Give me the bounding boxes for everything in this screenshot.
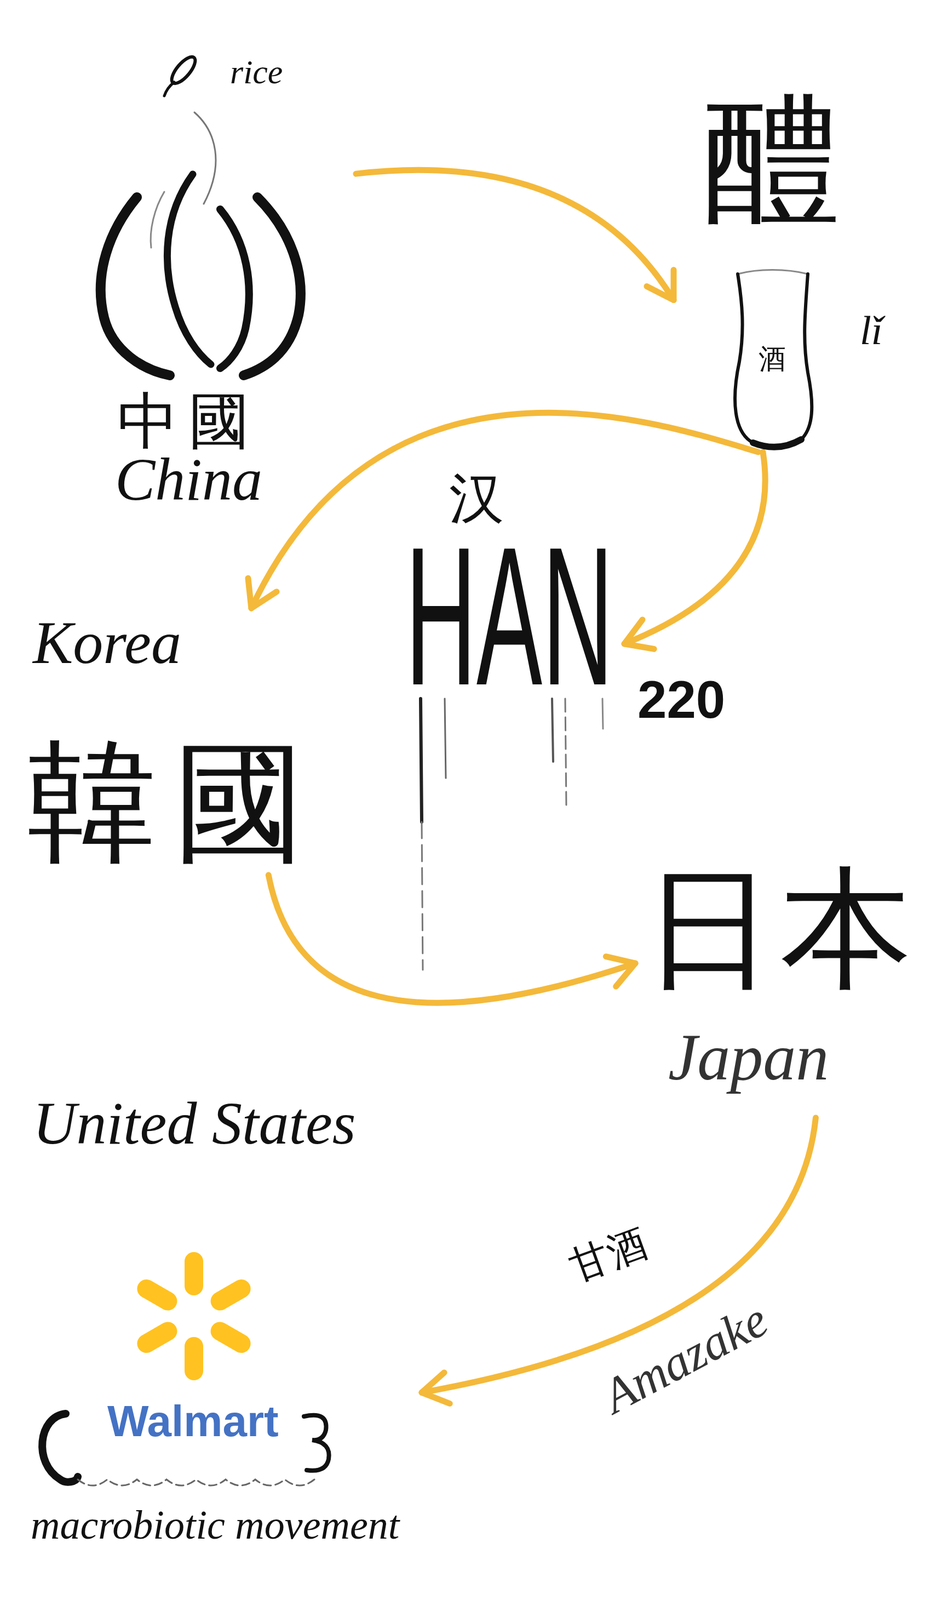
cup-character: 酒 <box>758 345 786 373</box>
origin-group: 中國China <box>87 54 356 543</box>
flow-arrow <box>268 874 636 1003</box>
arrow-head <box>421 1371 450 1404</box>
spark-petal <box>146 1288 168 1301</box>
arrow-head <box>248 577 277 608</box>
movement-label: macrobiotic movement <box>30 1503 400 1545</box>
brand-name: Walmart <box>107 1398 279 1443</box>
cup-stroke <box>737 270 808 275</box>
flame-wisp <box>194 112 216 204</box>
spark-petal <box>184 1345 204 1371</box>
cloud-base <box>77 1478 315 1485</box>
country-name: 中國 <box>117 389 260 452</box>
arrow-head <box>624 619 654 649</box>
japan-group: 日本 Japan <box>635 859 932 1118</box>
spark-petal <box>220 1330 242 1344</box>
arrow-head <box>605 956 636 987</box>
spark-petal <box>184 1260 204 1286</box>
li-group: 醴 lǐ 酒 <box>673 87 910 461</box>
ink-drips <box>420 698 603 970</box>
cup-stroke <box>734 273 754 443</box>
arrow-line <box>421 1117 816 1392</box>
drink-name: 甘酒 <box>564 1222 652 1287</box>
ink-drip <box>420 698 422 822</box>
han-group: 汉HAN <box>405 465 625 740</box>
cloud-curl <box>42 1413 78 1482</box>
ink-drip <box>421 821 423 970</box>
arrow-line <box>624 451 766 644</box>
country-label: Korea <box>32 612 182 673</box>
country-label: China <box>115 449 263 510</box>
arrow-line <box>268 874 636 1003</box>
edge-label: Amazake <box>595 1293 776 1421</box>
spark-petal <box>146 1330 168 1344</box>
flow-arrow <box>355 169 674 300</box>
country-label: Japan <box>668 1024 829 1090</box>
illustration-label: rice <box>230 54 283 89</box>
pinyin-label: lǐ <box>859 309 883 351</box>
year-number: 220 <box>637 673 726 726</box>
cup-stroke <box>801 273 812 440</box>
dynasty-name: HAN <box>405 517 614 715</box>
arrow-head <box>646 270 674 301</box>
country-name: 日本 <box>643 862 918 995</box>
walmart-group: Walmart macrobiotic movement <box>27 1232 422 1572</box>
hanzi-title: 醴 <box>703 90 841 228</box>
country-name: 韓國 <box>25 736 322 869</box>
wine-cup: 酒 <box>725 268 819 452</box>
cup-stroke <box>753 439 802 447</box>
walmart-spark <box>146 1260 241 1371</box>
flow-arrow <box>624 451 766 649</box>
flame-stroke <box>220 209 250 369</box>
flow-arrow <box>421 1117 816 1404</box>
spark-petal <box>220 1288 242 1301</box>
korea-group: Korea 韓國 <box>21 607 335 875</box>
flame-stroke <box>100 197 170 376</box>
country-label: United States <box>32 1092 356 1153</box>
rice-illustration <box>100 53 301 376</box>
flame-wisp <box>150 191 165 248</box>
arrow-line <box>355 169 674 300</box>
cloud-curl <box>303 1414 330 1470</box>
rice-stem <box>164 82 175 96</box>
